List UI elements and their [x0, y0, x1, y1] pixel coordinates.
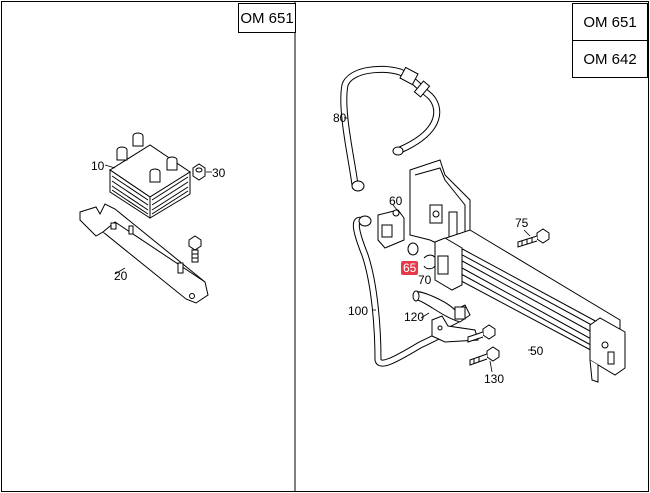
fitting-part-120[interactable]: [412, 290, 471, 323]
bolt-part-130[interactable]: [469, 346, 500, 366]
valve-block-part-60[interactable]: [377, 209, 405, 249]
engine-label-left: OM 651: [238, 3, 296, 33]
pipe-part-80[interactable]: [340, 65, 441, 192]
callout-130[interactable]: 130: [484, 372, 505, 386]
bolt-near-120[interactable]: [467, 324, 496, 343]
callout-70[interactable]: 70: [418, 273, 432, 287]
clip-part-70[interactable]: [423, 254, 437, 270]
callout-30[interactable]: 30: [212, 166, 226, 180]
leader-60: [392, 204, 399, 212]
o-ring-part-65[interactable]: [407, 242, 419, 256]
bolt-left[interactable]: [188, 235, 202, 263]
callout-50[interactable]: 50: [530, 344, 544, 358]
bolt-part-75[interactable]: [517, 228, 550, 248]
callout-10[interactable]: 10: [91, 159, 105, 173]
callout-60[interactable]: 60: [389, 194, 403, 208]
leader-20: [114, 267, 126, 275]
engine-label-right-1: OM 651: [572, 3, 648, 41]
leader-130: [489, 360, 493, 373]
bracket-part-20[interactable]: [79, 203, 209, 304]
bracket-part-60[interactable]: [409, 159, 471, 253]
leader-120: [420, 312, 430, 319]
pipe-part-100[interactable]: [352, 215, 462, 367]
callout-100[interactable]: 100: [348, 304, 369, 318]
oil-cooler-part-10[interactable]: [109, 132, 191, 219]
callout-80[interactable]: 80: [333, 111, 347, 125]
leader-75: [523, 229, 531, 237]
callout-20[interactable]: 20: [114, 269, 128, 283]
engine-label-right-2: OM 642: [572, 40, 648, 78]
nut-part-30[interactable]: [192, 163, 206, 181]
transmission-cooler-part-50[interactable]: [434, 229, 626, 383]
callout-65-highlighted[interactable]: 65: [401, 261, 419, 275]
callout-120[interactable]: 120: [404, 310, 425, 324]
leader-10: [104, 164, 116, 169]
callout-75[interactable]: 75: [515, 216, 529, 230]
